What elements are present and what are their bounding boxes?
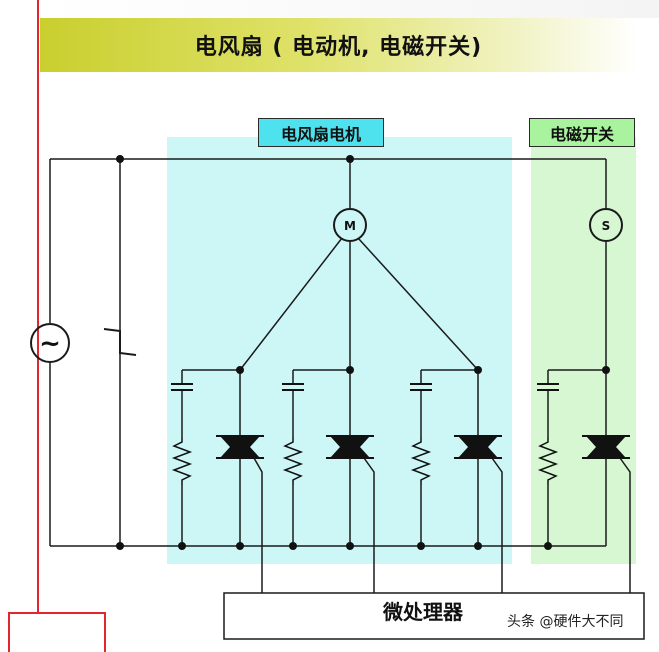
motor-panel: [167, 137, 512, 564]
capacitor-symbol-1: [170, 383, 194, 391]
motor-section-label: 电风扇电机: [258, 118, 384, 147]
resistor-symbol-2: [284, 436, 302, 486]
resistor-symbol-1: [173, 436, 191, 486]
capacitor-symbol-4: [536, 383, 560, 391]
red-corner-box: [8, 612, 106, 652]
switch-symbol-label: S: [602, 219, 611, 233]
resistor-symbol-4: [539, 436, 557, 486]
header-gradient: [40, 0, 659, 18]
microprocessor-label: 微处理器: [383, 600, 463, 624]
motor-symbol-label: M: [344, 219, 356, 233]
switch-section-label: 电磁开关: [529, 118, 635, 147]
watermark-text: 头条 @硬件大不同: [507, 614, 624, 630]
title-bar: 电风扇 ( 电动机, 电磁开关): [40, 18, 637, 72]
triac-symbol-2: [325, 435, 375, 459]
capacitor-symbol-3: [409, 383, 433, 391]
triac-symbol-3: [453, 435, 503, 459]
wires: [30, 158, 645, 640]
ac-source-symbol: ~: [39, 329, 61, 359]
capacitor-symbol-2: [281, 383, 305, 391]
resistor-symbol-3: [412, 436, 430, 486]
junction-dots: [116, 155, 610, 550]
slide-title: 电风扇 ( 电动机, 电磁开关): [194, 35, 483, 60]
red-guide-line: [37, 0, 39, 612]
triac-symbol-4: [581, 435, 631, 459]
triac-symbol-1: [215, 435, 265, 459]
